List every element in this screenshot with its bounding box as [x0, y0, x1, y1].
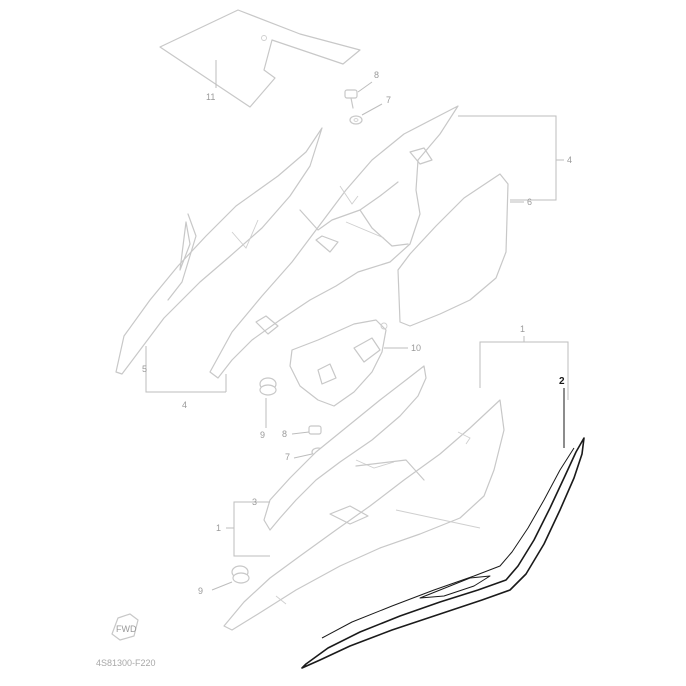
callout-9-bottom: 9	[198, 586, 203, 596]
part-3-lower-panel	[263, 365, 427, 531]
callout-4-left: 4	[182, 400, 187, 410]
part-2-decal-highlighted[interactable]	[301, 437, 585, 669]
part-10-bracket	[289, 319, 388, 407]
callout-8-top: 8	[374, 70, 379, 80]
part-11-sheet	[159, 9, 361, 108]
callout-5: 5	[142, 364, 147, 374]
callout-6: 6	[527, 197, 532, 207]
fwd-arrow-icon: FWD	[111, 613, 139, 641]
callout-10: 10	[411, 343, 421, 353]
callout-7-top: 7	[386, 95, 391, 105]
callout-3: 3	[252, 497, 257, 507]
part-9-grommet-bottom	[211, 565, 250, 591]
callout-2: 2	[559, 376, 565, 387]
callout-9-mid: 9	[260, 430, 265, 440]
part-8-bolt-mid	[291, 425, 322, 435]
callout-8-mid: 8	[282, 429, 287, 439]
part-9-grommet-mid	[259, 377, 277, 428]
part-5-side-cover	[115, 127, 323, 393]
callout-7-mid: 7	[285, 452, 290, 462]
diagram-code: 4S81300-F220	[96, 658, 156, 668]
callout-11: 11	[206, 92, 215, 102]
callout-1-left: 1	[216, 523, 221, 533]
callout-1-top: 1	[520, 324, 525, 334]
part-7-washer-top	[349, 103, 383, 125]
callout-4-right: 4	[567, 155, 572, 165]
svg-text:FWD: FWD	[116, 624, 137, 634]
part-4-upper-cover	[209, 105, 459, 379]
part-8-bolt-top	[344, 81, 373, 109]
part-6-panel	[397, 173, 509, 327]
part-1-lower-cover	[223, 399, 505, 631]
